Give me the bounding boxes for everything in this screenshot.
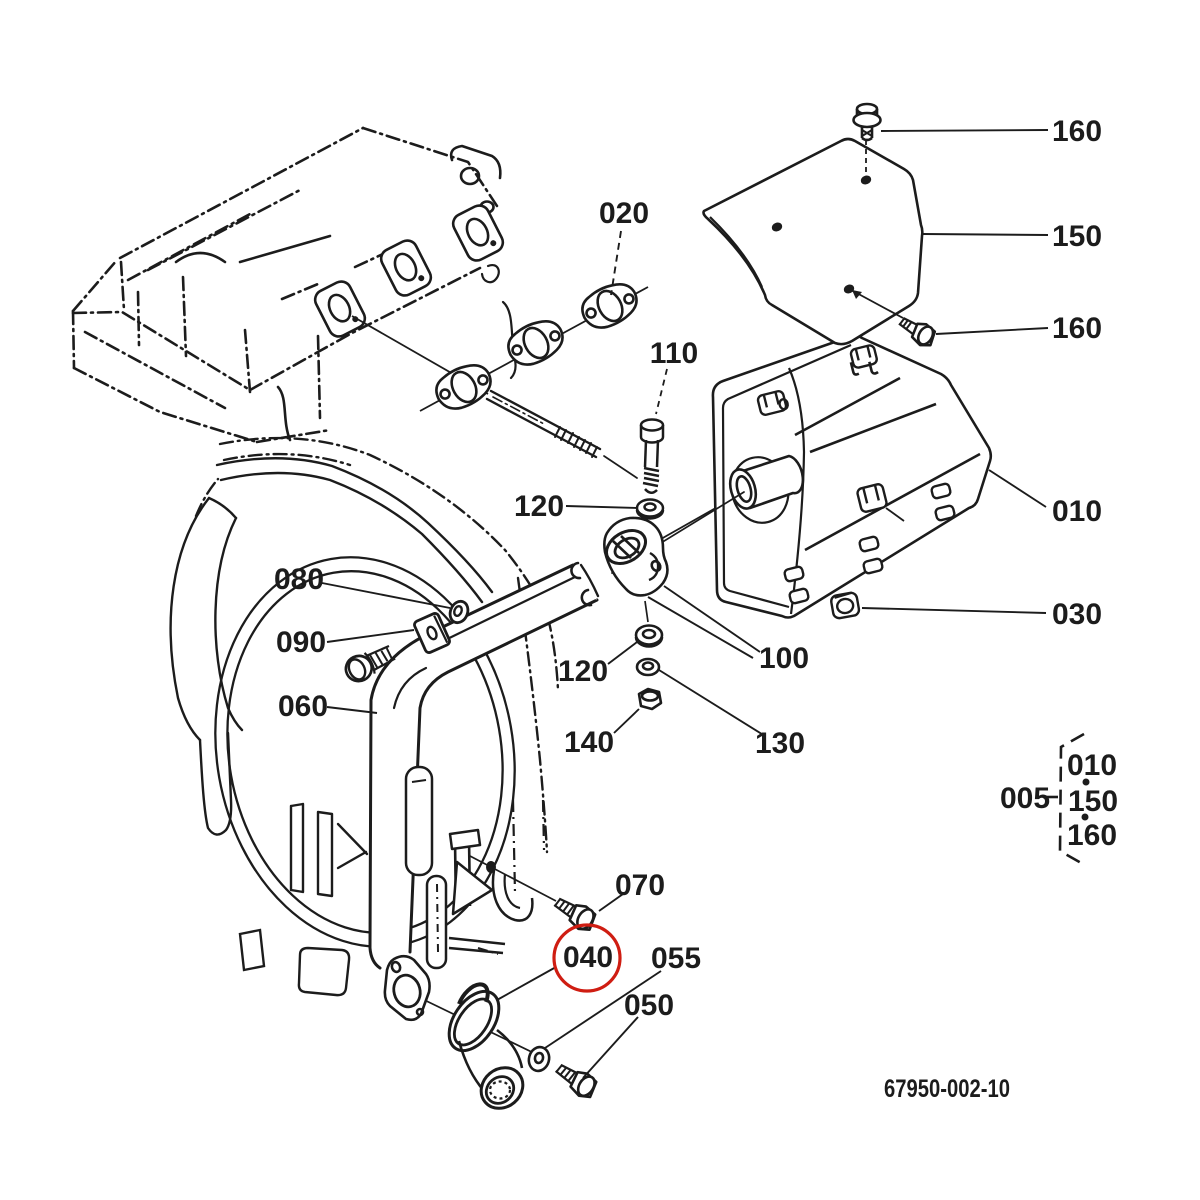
svg-text:070: 070	[615, 869, 665, 902]
svg-text:080: 080	[274, 563, 324, 596]
svg-text:120: 120	[558, 655, 608, 688]
svg-text:055: 055	[651, 942, 701, 975]
svg-text:150: 150	[1052, 220, 1102, 253]
svg-text:040: 040	[563, 941, 613, 974]
svg-text:100: 100	[759, 642, 809, 675]
svg-text:010: 010	[1052, 495, 1102, 528]
svg-text:050: 050	[624, 989, 674, 1022]
svg-text:010: 010	[1067, 749, 1117, 782]
svg-text:030: 030	[1052, 598, 1102, 631]
svg-text:020: 020	[599, 197, 649, 230]
svg-text:160: 160	[1052, 312, 1102, 345]
svg-text:150: 150	[1068, 785, 1118, 818]
svg-text:005: 005	[1000, 782, 1050, 815]
svg-text:67950-002-10: 67950-002-10	[884, 1075, 1010, 1103]
svg-text:140: 140	[564, 726, 614, 759]
svg-text:060: 060	[278, 690, 328, 723]
svg-text:110: 110	[650, 337, 698, 370]
svg-text:120: 120	[514, 490, 564, 523]
svg-text:160: 160	[1067, 819, 1117, 852]
svg-text:090: 090	[276, 626, 326, 659]
svg-text:130: 130	[755, 727, 805, 760]
svg-text:160: 160	[1052, 115, 1102, 148]
